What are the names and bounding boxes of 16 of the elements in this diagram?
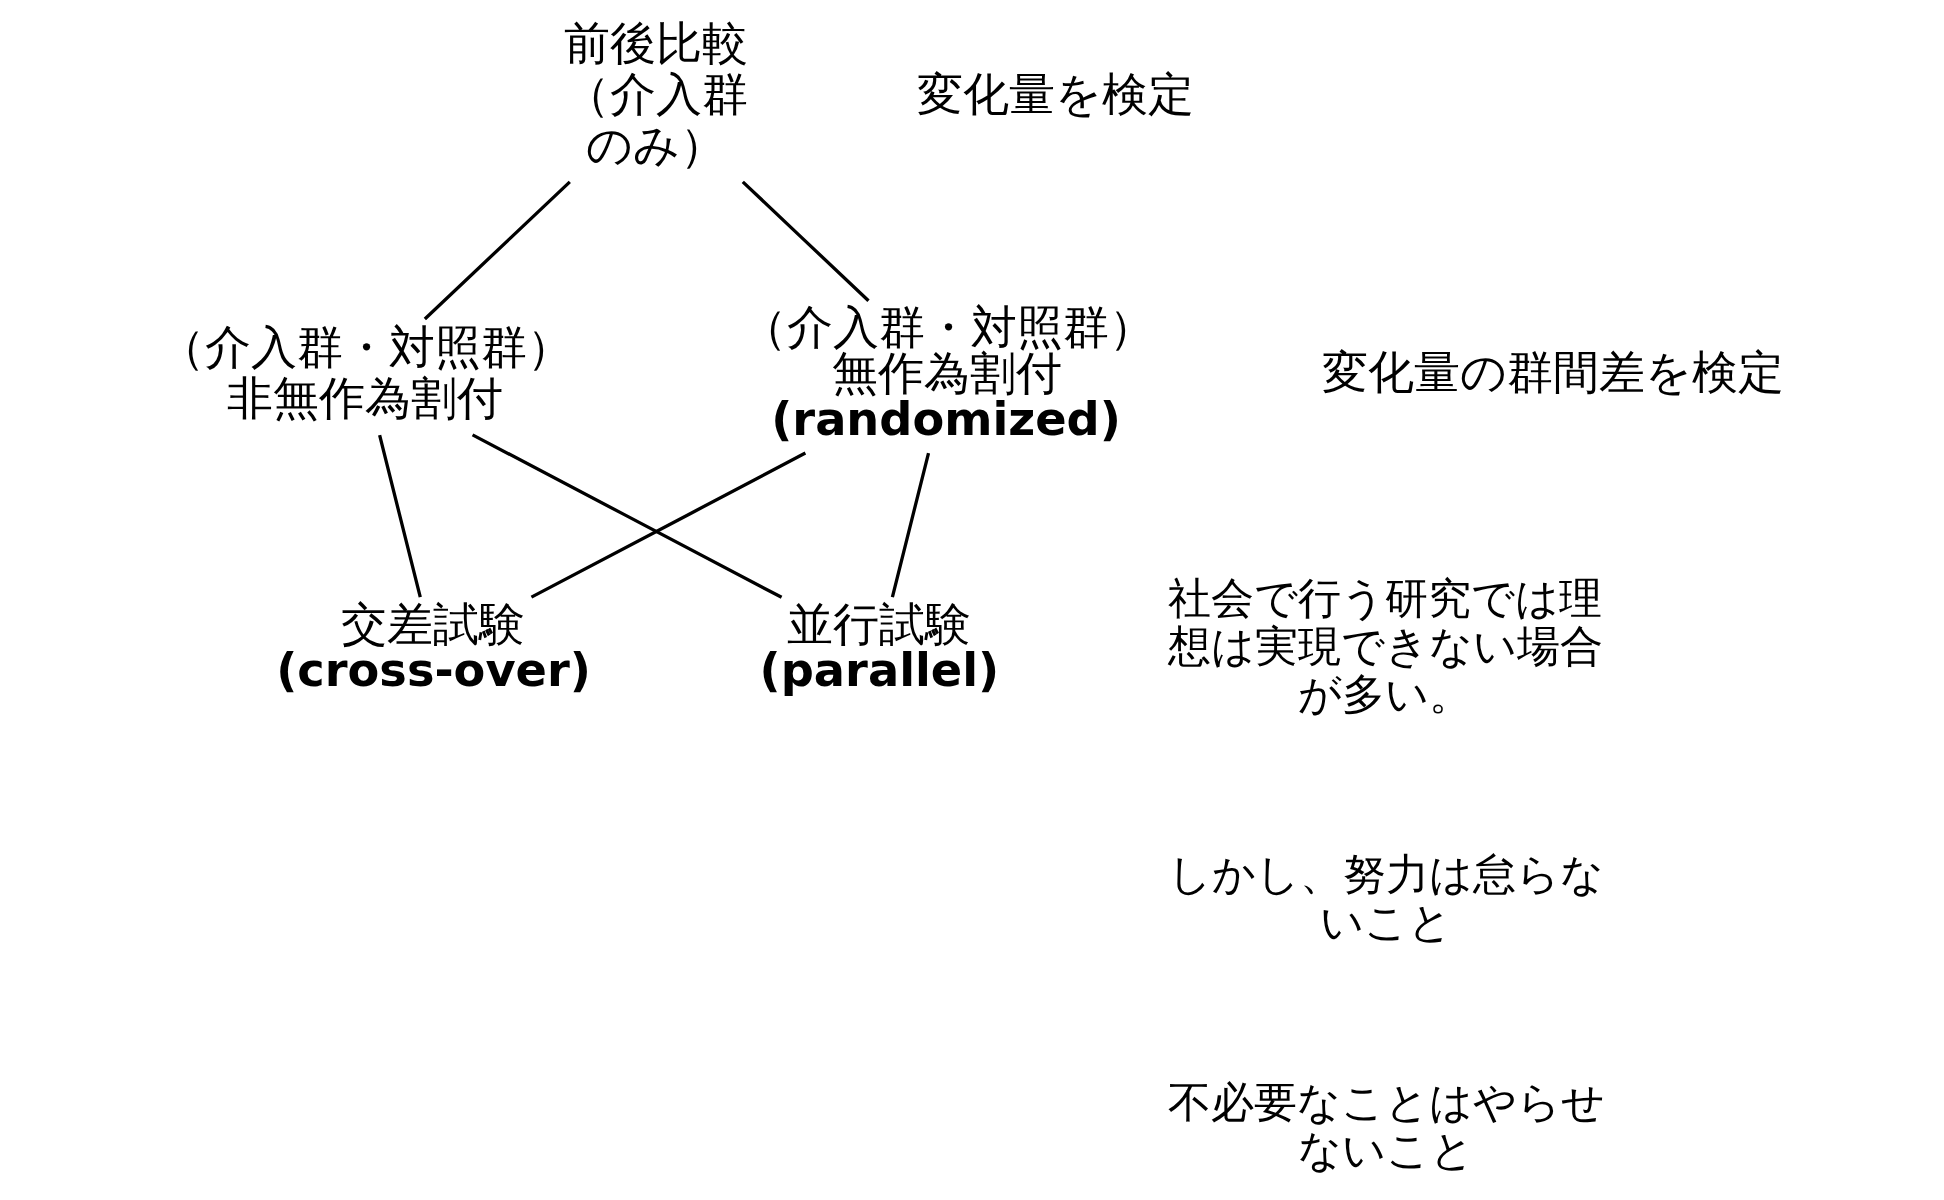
- connector: [741, 180, 870, 302]
- connector: [423, 180, 571, 321]
- label: 変化量の群間差を検定: [1322, 345, 1785, 400]
- connector: [471, 433, 783, 599]
- connector: [530, 451, 807, 599]
- node-text: 前後比較（介入群のみ）: [563, 15, 748, 173]
- label: 社会で行う研究では理想は実現できない場合が多い。: [1167, 572, 1603, 719]
- connector: [378, 434, 422, 598]
- label: しかし、努力は怠らないこと: [1167, 848, 1604, 947]
- node-text: （介入群・対照群）非無作為割付: [158, 319, 573, 425]
- connector: [890, 452, 931, 598]
- node-text: （介入群・対照群）無作為割付 (randomized): [740, 299, 1155, 447]
- label: 不必要なことはやらせないこと: [1167, 1076, 1605, 1175]
- node-text: 交差試験 (cross-over): [276, 596, 591, 697]
- label: 変化量を検定: [917, 66, 1195, 121]
- node-text: 並行試験 (parallel): [759, 596, 1000, 697]
